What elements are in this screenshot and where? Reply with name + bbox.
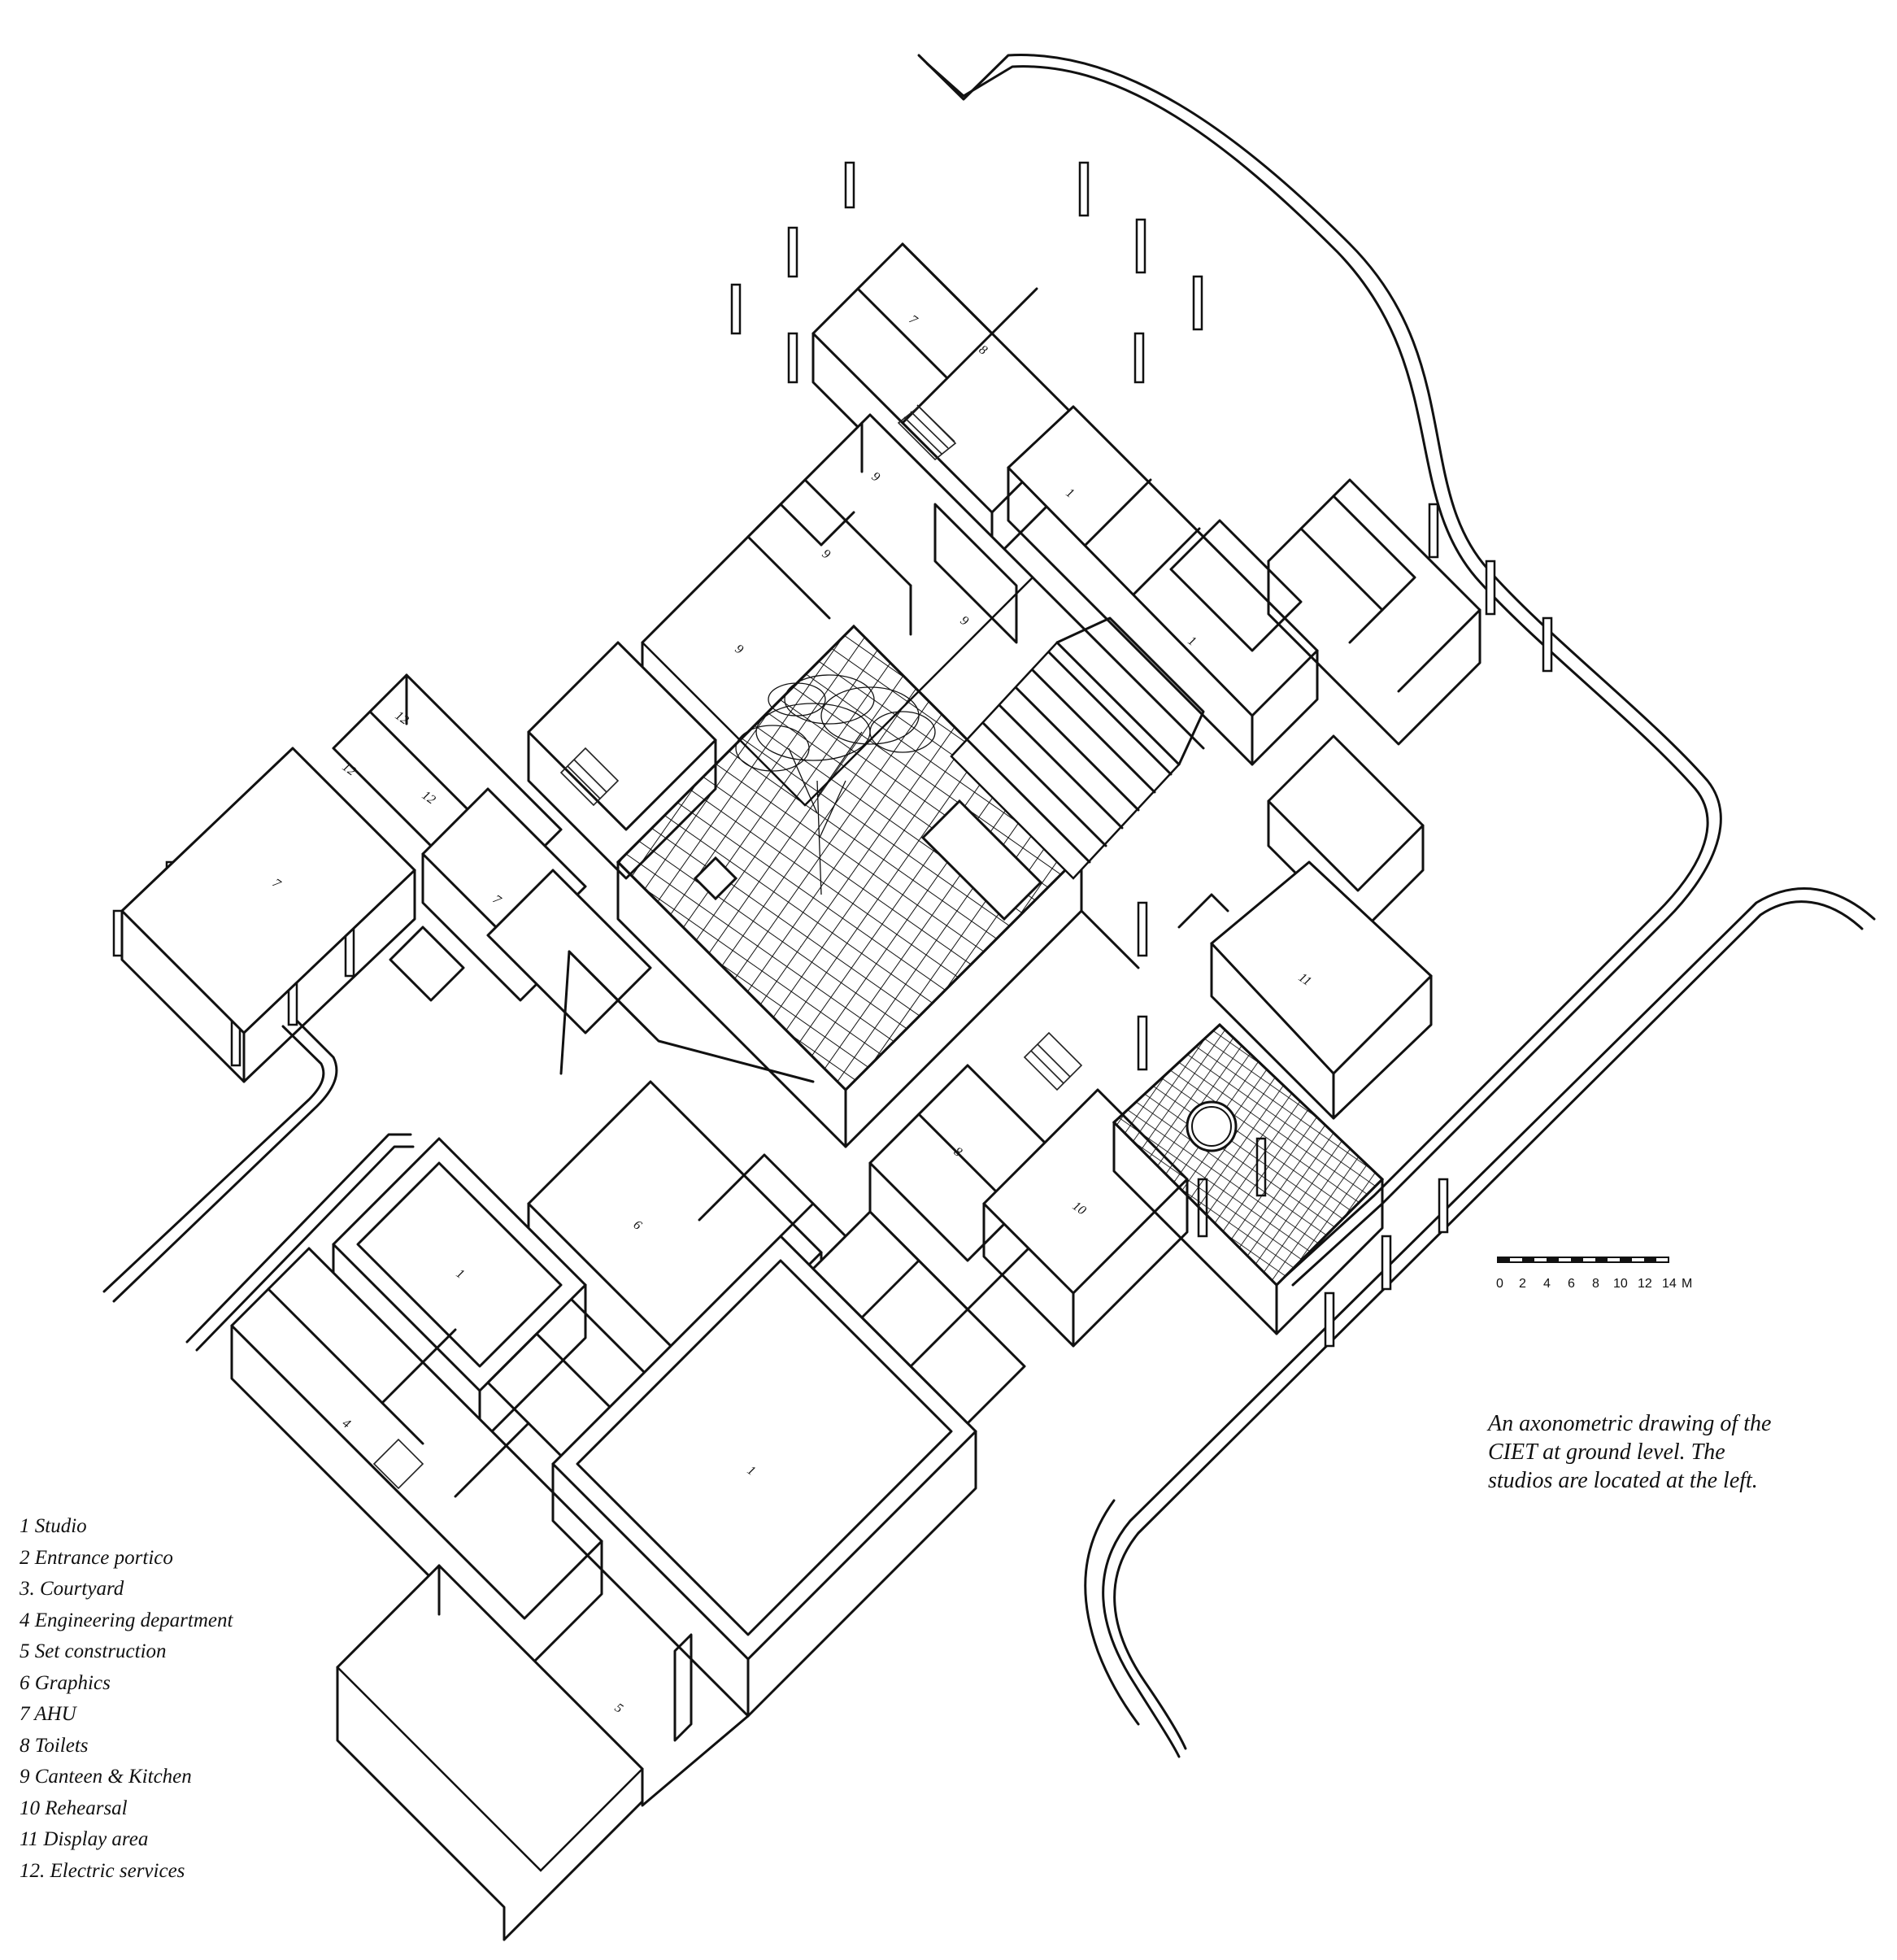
scale-tick: 4 (1543, 1277, 1551, 1291)
studio-bottom-block (553, 1236, 976, 1805)
scale-tick: 8 (1592, 1277, 1599, 1291)
road-west (104, 1017, 413, 1350)
scale-unit: M (1682, 1277, 1693, 1291)
scale-bar-graphic (1497, 1257, 1669, 1263)
legend-item-courtyard: 3. Courtyard (20, 1578, 124, 1600)
east-studio-wing (1008, 407, 1480, 935)
legend-item-set-construction: 5 Set construction (20, 1640, 167, 1662)
road-north-east (919, 55, 1721, 1285)
scale-tick: 2 (1519, 1277, 1526, 1291)
scale-tick: 6 (1568, 1277, 1575, 1291)
scale-tick: 0 (1496, 1277, 1503, 1291)
scale-bar: 0 2 4 6 8 10 12 14 M (1496, 1252, 1693, 1309)
connecting-walls (569, 577, 1203, 1236)
legend-item-rehearsal: 10 Rehearsal (20, 1797, 128, 1819)
west-studio-block (122, 675, 650, 1082)
legend-item-engineering: 4 Engineering department (20, 1609, 233, 1631)
legend-item-studio: 1 Studio (20, 1515, 87, 1537)
legend-item-toilets: 8 Toilets (20, 1734, 89, 1757)
legend-item-entrance-portico: 2 Entrance portico (20, 1546, 173, 1569)
room-label-set-construction: 5 (612, 1701, 625, 1716)
legend: 1 Studio 2 Entrance portico 3. Courtyard… (20, 1511, 394, 1887)
room-label-electric-a: 12 (393, 708, 411, 727)
courtyard (618, 618, 1203, 1147)
figure-caption: An axonometric drawing of the CIET at gr… (1488, 1409, 1862, 1495)
scale-tick: 12 (1638, 1277, 1652, 1291)
engineering-block (232, 1248, 642, 1940)
steps (951, 618, 1203, 878)
legend-item-display: 11 Display area (20, 1828, 149, 1850)
legend-item-electric: 12. Electric services (20, 1859, 185, 1882)
display-block (1179, 862, 1431, 1118)
road-south-east (1086, 889, 1874, 1757)
scale-tick: 14 (1662, 1277, 1677, 1291)
caption-line: An axonometric drawing of the (1488, 1411, 1772, 1436)
scale-tick: 10 (1613, 1277, 1628, 1291)
toilet-block (529, 642, 716, 878)
legend-item-ahu: 7 AHU (20, 1703, 76, 1725)
room-label-rehearsal: 10 (1070, 1199, 1089, 1217)
tree (735, 674, 936, 895)
caption-line: studios are located at the left. (1488, 1468, 1758, 1493)
legend-item-graphics: 6 Graphics (20, 1671, 111, 1694)
entrance-portico (1114, 1025, 1382, 1334)
room-label-electric-b: 12 (340, 760, 359, 778)
room-label-electric-c: 12 (420, 788, 438, 807)
legend-item-canteen: 9 Canteen & Kitchen (20, 1766, 192, 1788)
caption-line: CIET at ground level. The (1488, 1440, 1725, 1465)
